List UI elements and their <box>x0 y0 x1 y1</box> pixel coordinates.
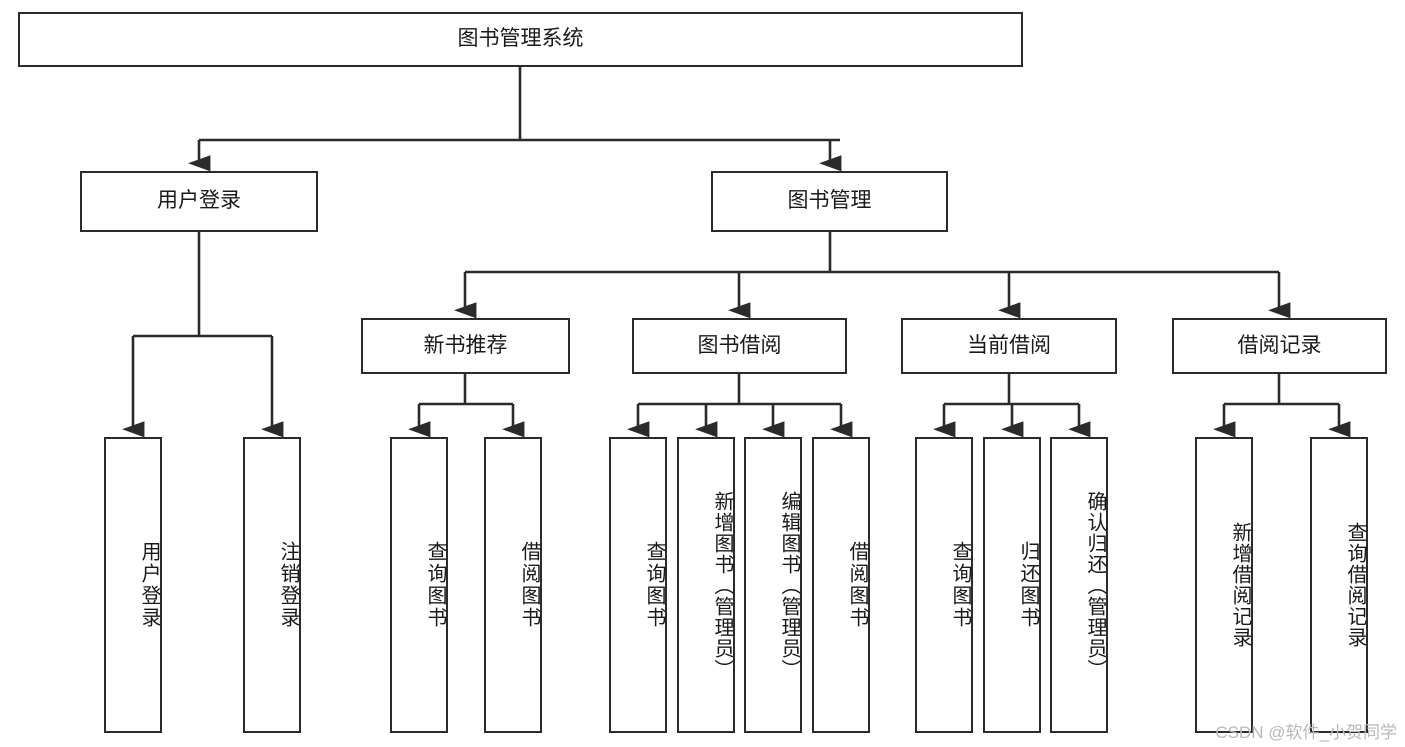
node-label: 查询图书 <box>424 541 446 629</box>
node-label: 图书管理系统 <box>457 27 584 51</box>
node-label: 查询借阅记录 <box>1344 522 1366 648</box>
leaf-borrow-book[interactable]: 借阅图书 <box>812 437 870 733</box>
leaf-query-book-newbook[interactable]: 查询图书 <box>390 437 448 733</box>
leaf-logout[interactable]: 注销登录 <box>243 437 301 733</box>
node-label: 查询图书 <box>949 541 971 629</box>
node-current-borrow[interactable]: 当前借阅 <box>901 318 1117 374</box>
node-label: 新书推荐 <box>423 333 508 357</box>
node-label: 借阅记录 <box>1237 333 1322 357</box>
leaf-confirm-return-admin[interactable]: 确认归还（管理员） <box>1050 437 1108 733</box>
node-label: 当前借阅 <box>967 333 1051 357</box>
node-label: 查询图书 <box>643 541 665 629</box>
node-label: 图书借阅 <box>697 333 782 357</box>
node-new-book-recommend[interactable]: 新书推荐 <box>361 318 570 374</box>
watermark: CSDN @软件_小贺同学 <box>1215 723 1397 742</box>
leaf-return-book[interactable]: 归还图书 <box>983 437 1041 733</box>
node-label: 借阅图书 <box>846 541 868 629</box>
node-book-borrow[interactable]: 图书借阅 <box>632 318 847 374</box>
node-label: 用户登录 <box>157 189 241 213</box>
node-label: 归还图书 <box>1017 541 1039 629</box>
node-label: 借阅图书 <box>518 541 540 629</box>
leaf-borrow-book-newbook[interactable]: 借阅图书 <box>484 437 542 733</box>
node-label: 注销登录 <box>277 541 299 629</box>
leaf-add-borrow-record[interactable]: 新增借阅记录 <box>1195 437 1253 733</box>
node-root[interactable]: 图书管理系统 <box>18 12 1023 67</box>
node-borrow-record[interactable]: 借阅记录 <box>1172 318 1387 374</box>
leaf-add-book-admin[interactable]: 新增图书（管理员） <box>677 437 735 733</box>
node-label: 图书管理 <box>787 189 872 213</box>
leaf-user-login[interactable]: 用户登录 <box>104 437 162 733</box>
node-user-login[interactable]: 用户登录 <box>80 171 318 232</box>
node-label: 新增图书（管理员） <box>711 490 733 680</box>
node-label: 编辑图书（管理员） <box>778 490 800 680</box>
leaf-edit-book-admin[interactable]: 编辑图书（管理员） <box>744 437 802 733</box>
leaf-query-book-current[interactable]: 查询图书 <box>915 437 973 733</box>
node-book-management[interactable]: 图书管理 <box>711 171 948 232</box>
node-label: 确认归还（管理员） <box>1084 490 1106 680</box>
leaf-query-book-borrow[interactable]: 查询图书 <box>609 437 667 733</box>
node-label: 新增借阅记录 <box>1229 522 1251 648</box>
leaf-query-borrow-record[interactable]: 查询借阅记录 <box>1310 437 1368 733</box>
node-label: 用户登录 <box>138 541 160 629</box>
